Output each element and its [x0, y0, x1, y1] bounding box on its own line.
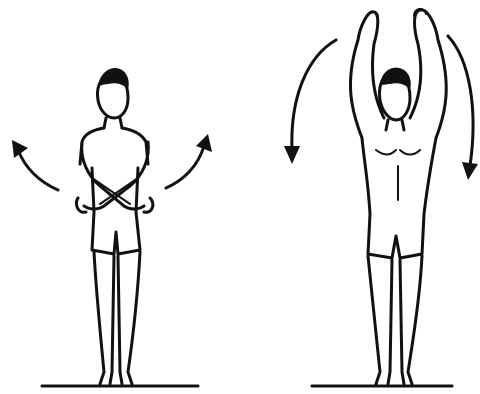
leg-inner-left [110, 256, 122, 384]
torso-sides-left [92, 168, 138, 212]
arm-raised-right [410, 10, 446, 138]
arrowhead-right-lower-right [462, 162, 478, 180]
shorts-left [92, 212, 140, 254]
figure-arms-crossed [12, 68, 212, 386]
hair-right [380, 68, 411, 90]
leg-inner-right [388, 260, 404, 384]
neck-right [386, 120, 404, 130]
leg-outer-right [368, 256, 422, 384]
neck-left [104, 118, 122, 128]
figure-arms-raised [284, 9, 478, 386]
arm-raised-left [350, 12, 384, 138]
hand-right-left [144, 198, 153, 212]
torso-left [80, 128, 148, 164]
arrowhead-left-lower-right [284, 146, 300, 164]
chest-detail-right [376, 150, 420, 200]
arrow-right-upper-left [166, 146, 204, 188]
arrow-left-upper-left [18, 150, 58, 190]
arrow-left-lower-right [292, 40, 336, 150]
shorts-right [368, 214, 424, 258]
arrow-right-lower-right [448, 36, 473, 166]
hair-left [98, 68, 129, 90]
